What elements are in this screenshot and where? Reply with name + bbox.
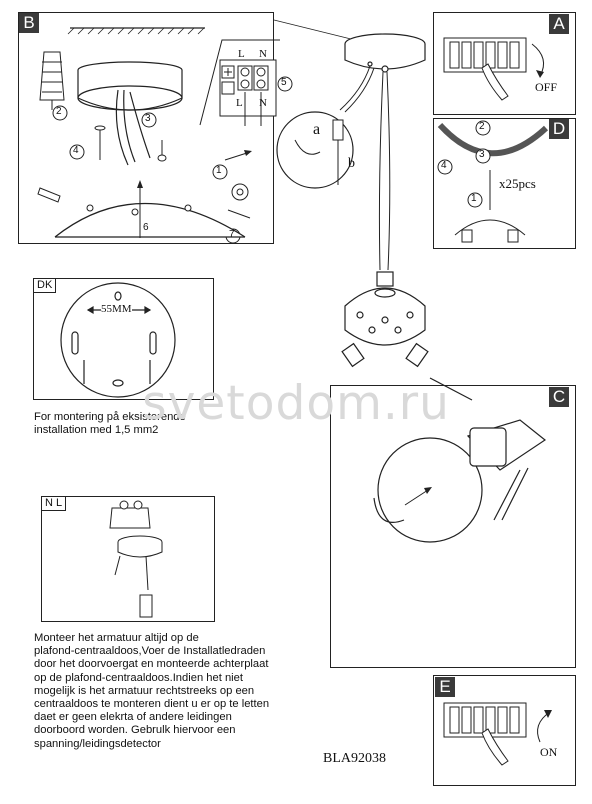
step-4: 4 [73, 145, 79, 156]
panel-a-badge: A [549, 14, 569, 34]
ceiling-plate-icon [77, 61, 183, 111]
panel-c-frame [330, 385, 576, 668]
panel-b-frame [18, 12, 274, 244]
panel-d-step-1: 1 [471, 193, 477, 204]
step-1: 1 [216, 165, 222, 176]
panel-nl-body: Monteer het armatuur altijd op de plafon… [34, 632, 270, 750]
hanger-label-a: a [313, 121, 321, 138]
panel-d-step-2: 2 [479, 121, 485, 132]
terminal-l-bottom: L [236, 97, 243, 109]
panel-dk-caption: For montering på eksisterende installati… [34, 411, 186, 437]
panel-dk-tag: DK [33, 278, 57, 293]
step-5: 5 [281, 77, 287, 88]
panel-d-frame [433, 118, 576, 249]
panel-d-step-4: 3 [479, 149, 485, 160]
panel-nl-frame [41, 496, 215, 622]
panel-e-badge: E [435, 677, 455, 697]
panel-e-on: ON [540, 745, 558, 759]
step-6: 6 [143, 222, 149, 233]
panel-d-count: x25pcs [499, 176, 536, 191]
terminal-l-top: L [238, 48, 245, 60]
terminal-n-bottom: N [259, 97, 267, 109]
step-3: 3 [145, 113, 151, 124]
panel-e-frame [433, 675, 576, 786]
panel-nl-tag: N L [41, 496, 67, 511]
panel-d-step-3: 4 [441, 160, 447, 171]
model-number: BLA92038 [323, 751, 386, 766]
panel-dk-dimension: 55MM [101, 303, 132, 315]
panel-dk-frame [33, 278, 214, 400]
panel-a-off: OFF [535, 80, 558, 94]
step-7: 7 [229, 229, 235, 240]
step-2: 2 [56, 106, 62, 117]
panel-b-badge: B [19, 13, 39, 33]
terminal-n-top: N [259, 48, 267, 60]
hanger-label-b: b [348, 156, 355, 171]
panel-d-badge: D [549, 119, 569, 139]
panel-a-frame [433, 12, 576, 115]
dowel-icon [39, 51, 65, 110]
watermark: svetodom.ru [142, 376, 450, 431]
panel-c-badge: C [549, 387, 569, 407]
terminal-block-icon [219, 59, 277, 126]
